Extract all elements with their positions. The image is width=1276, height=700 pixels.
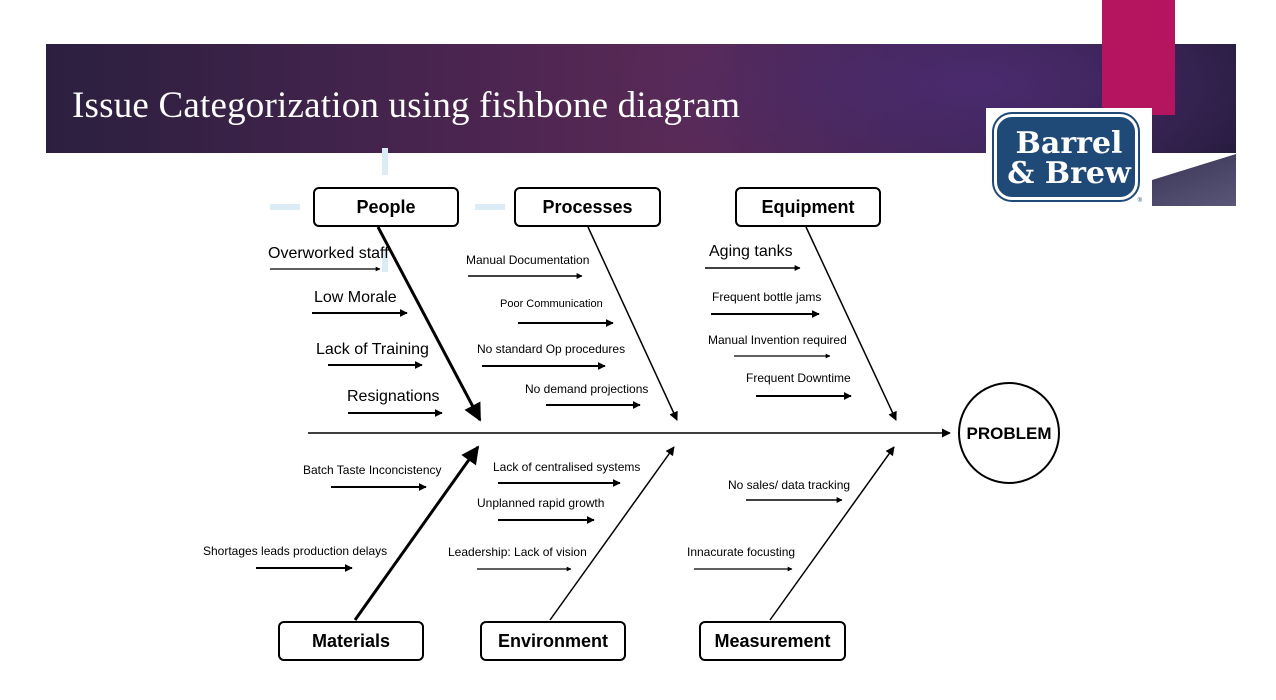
materials-category-label: Materials <box>312 631 390 651</box>
processes-category-label: Processes <box>542 197 632 217</box>
equipment-cause-label: Aging tanks <box>709 243 793 260</box>
processes-category-box <box>514 187 661 227</box>
processes-cause-label: Manual Documentation <box>466 253 589 267</box>
people-cause-label: Low Morale <box>314 289 397 306</box>
logo-trademark: ® <box>1137 198 1142 204</box>
faint-background-arrows <box>270 148 505 272</box>
materials-cause-label: Batch Taste Inconcistency <box>303 463 442 477</box>
equipment-category-label: Equipment <box>762 197 855 217</box>
processes-cause-label: No standard Op procedures <box>477 342 625 356</box>
people-cause-label: Overworked staff <box>268 245 389 262</box>
environment-cause-label: Unplanned rapid growth <box>477 496 604 510</box>
accent-tab <box>1102 0 1175 115</box>
people-category-box <box>313 187 459 227</box>
equipment-category-box <box>735 187 881 227</box>
problem-circle <box>958 382 1060 484</box>
environment-cause-label: Leadership: Lack of vision <box>448 545 587 559</box>
people-category-label: People <box>356 197 415 217</box>
processes-bone <box>587 226 678 421</box>
fishbone-problem: PROBLEM <box>958 382 1060 484</box>
measurement-category-box <box>699 621 846 661</box>
equipment-cause-label: Frequent bottle jams <box>712 290 821 304</box>
environment-cause-label: Lack of centralised systems <box>493 460 640 474</box>
people-cause-label: Resignations <box>347 388 440 405</box>
people-bone <box>376 226 482 422</box>
environment-category-label: Environment <box>498 631 608 651</box>
measurement-cause-label: No sales/ data tracking <box>728 478 850 492</box>
logo-line-1: Barrel <box>1015 126 1123 161</box>
equipment-bone <box>805 226 897 421</box>
equipment-cause-label: Frequent Downtime <box>746 371 851 385</box>
environment-bone <box>549 446 675 621</box>
materials-category-box <box>278 621 424 661</box>
measurement-bone <box>769 446 895 621</box>
measurement-category-label: Measurement <box>714 631 830 651</box>
problem-label: PROBLEM <box>967 424 1052 443</box>
fishbone-bones <box>353 226 897 621</box>
measurement-cause-label: Innacurate focusting <box>687 545 795 559</box>
logo-line-2: & Brew <box>1007 156 1131 191</box>
environment-category-box <box>480 621 626 661</box>
people-cause-label: Lack of Training <box>316 341 429 358</box>
logo-badge: Barrel & Brew <box>992 112 1140 202</box>
materials-cause-label: Shortages leads production delays <box>203 544 387 558</box>
equipment-cause-label: Manual Invention required <box>708 333 847 347</box>
slide-title: Issue Categorization using fishbone diag… <box>72 85 741 126</box>
processes-cause-label: Poor Communication <box>500 298 603 310</box>
materials-bone <box>353 445 480 621</box>
processes-cause-label: No demand projections <box>525 382 648 396</box>
barrel-and-brew-logo: Barrel & Brew ® <box>986 108 1152 206</box>
